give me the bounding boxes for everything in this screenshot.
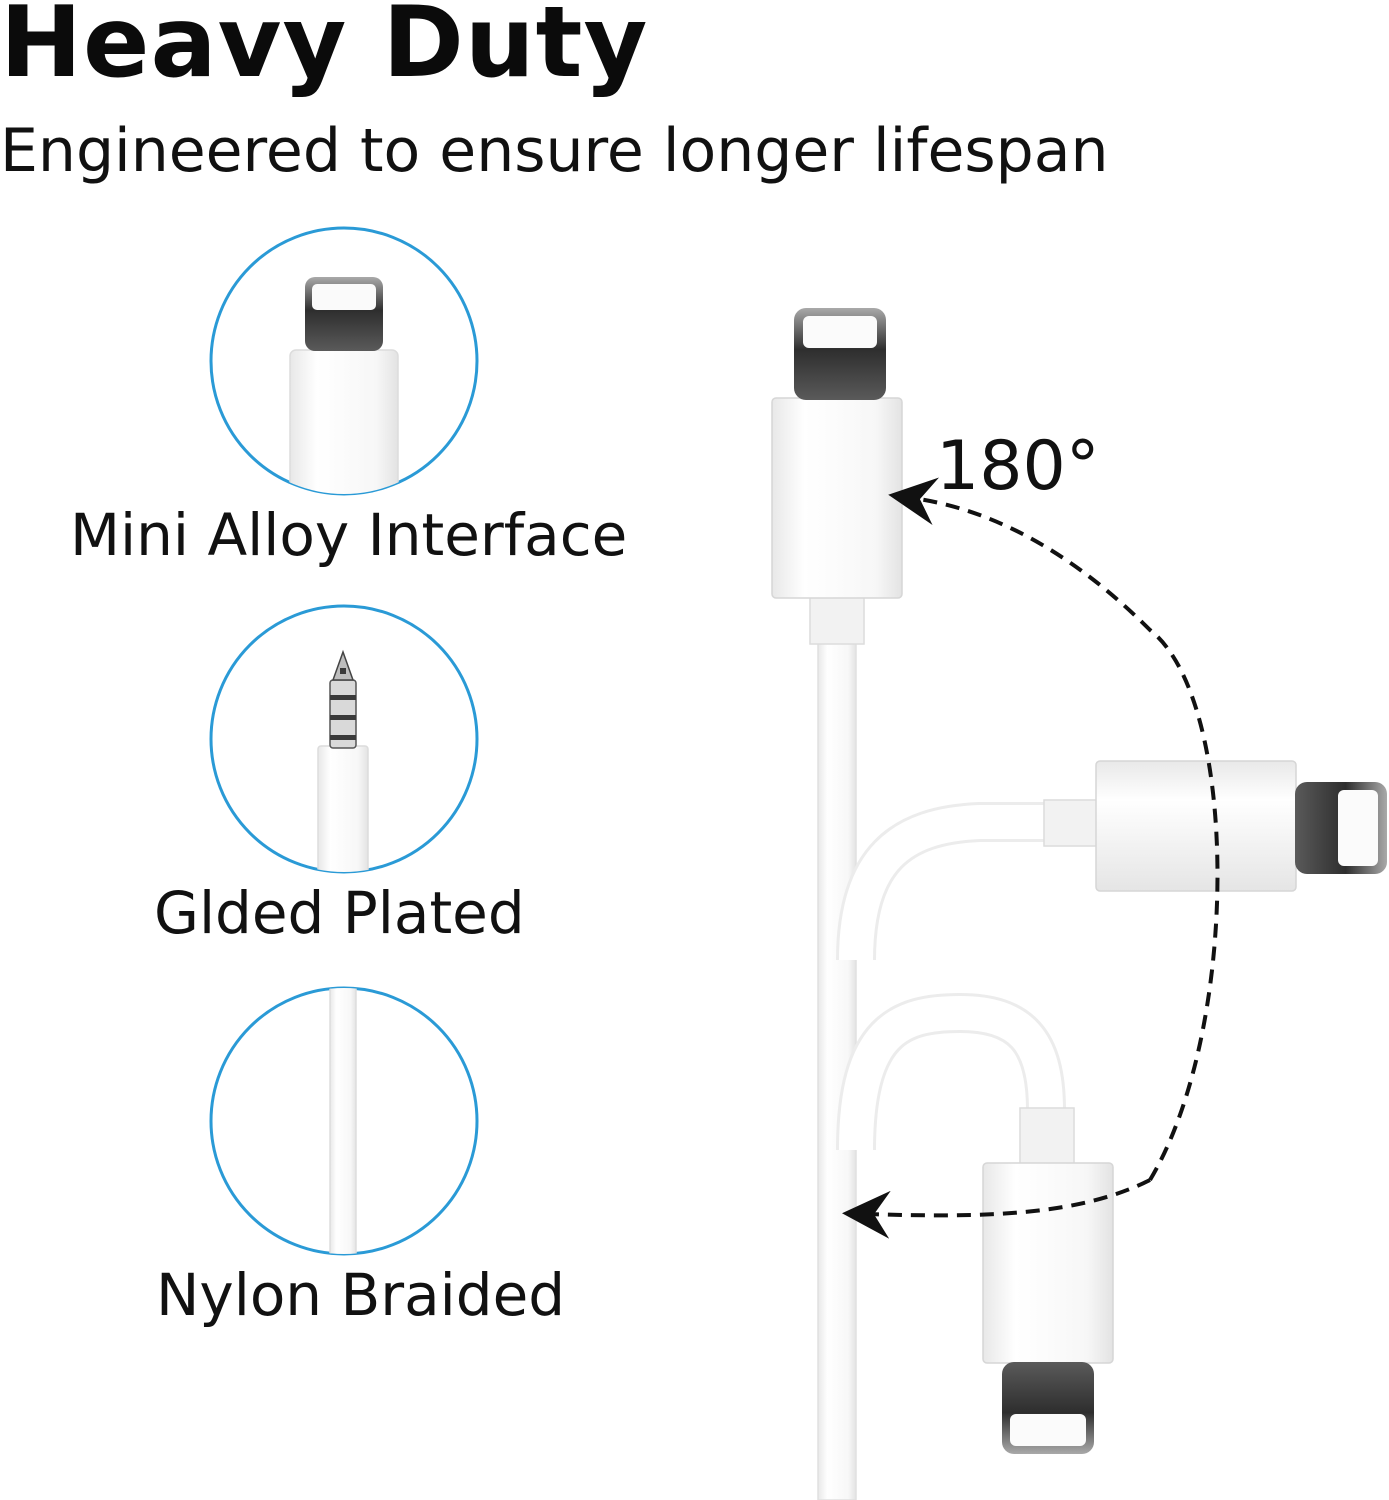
- page-title: Heavy Duty: [0, 0, 649, 100]
- feature-label-glded-plated: Glded Plated: [154, 879, 525, 947]
- bend-angle-label: 180°: [936, 427, 1100, 506]
- page-subtitle: Engineered to ensure longer lifespan: [0, 116, 1109, 186]
- cable-strand-icon: [209, 986, 479, 1256]
- bend-arrow-lower: [842, 1178, 1151, 1239]
- lightning-connector-icon: [209, 226, 479, 496]
- audio-jack-icon: [209, 604, 479, 874]
- bend-arrow: [888, 477, 1220, 1182]
- bending-cable-illustration: [771, 308, 1387, 1500]
- feature-label-nylon-braided: Nylon Braided: [156, 1261, 566, 1329]
- feature-label-mini-alloy: Mini Alloy Interface: [70, 501, 628, 569]
